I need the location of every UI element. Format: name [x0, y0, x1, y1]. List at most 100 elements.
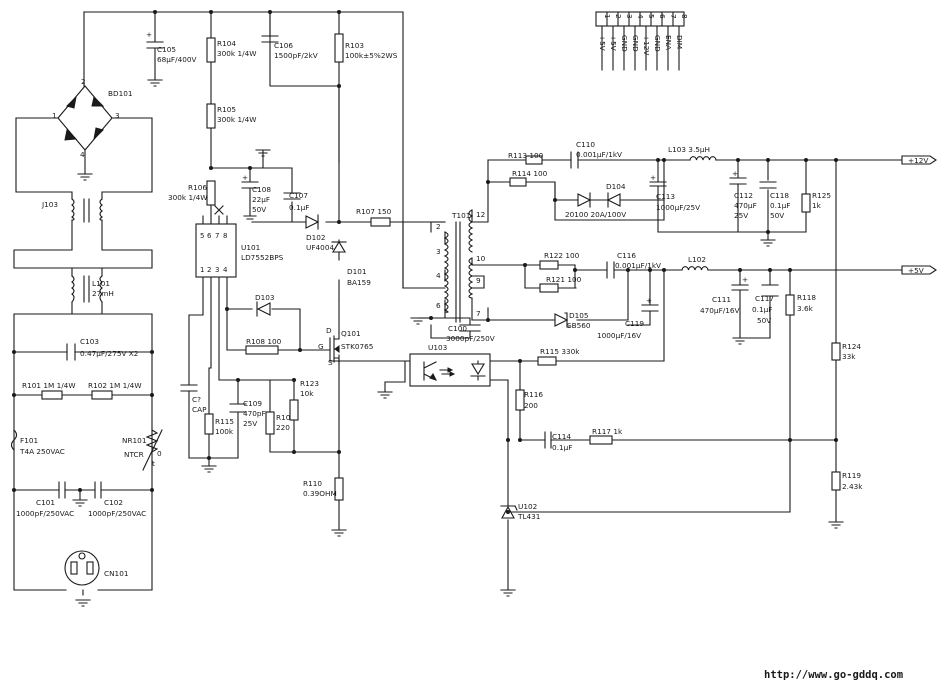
diode-d103 [256, 301, 271, 317]
t101-pin2: 2 [436, 222, 441, 231]
capacitor-c106 [261, 11, 279, 43]
capacitor-c117 [761, 284, 779, 297]
conn-signal-2: +5V [609, 35, 618, 51]
ground-symbols [72, 79, 844, 607]
output-5v-label: +5V [908, 266, 924, 275]
nr101-zero: 0 [157, 449, 162, 458]
capacitor-c105: + [146, 30, 164, 49]
resistor-r119 [831, 471, 841, 491]
connector-table: 1 2 3 4 5 6 7 8 +5V +5V GND GND +12V GND… [595, 11, 689, 71]
capacitor-c101 [58, 481, 66, 499]
u103-label: U103 [428, 343, 448, 352]
c108-value: 22μF [252, 195, 270, 204]
capacitor-c118 [759, 181, 777, 189]
bd101-pin2: 2 [81, 77, 86, 86]
resistor-r116 [515, 389, 525, 411]
c102-label: C102 [104, 498, 123, 507]
d103-label: D103 [255, 293, 275, 302]
r103-label: R103 [345, 41, 364, 50]
c109-voltage: 25V [243, 419, 257, 428]
c117-value: 0.1μF [752, 305, 772, 314]
resistor-r125 [801, 193, 811, 213]
r116-label: R116 [524, 390, 543, 399]
svg-text:+: + [742, 275, 748, 284]
c118-value: 0.1μF [770, 201, 790, 210]
capacitor-c103 [66, 343, 76, 361]
capacitor-c113 [649, 181, 667, 187]
resistor-r115 [204, 413, 214, 435]
cn101-label: CN101 [104, 569, 128, 578]
conn-pin-4: 4 [636, 14, 645, 19]
r116-value: 200 [524, 401, 538, 410]
svg-text:+: + [732, 169, 738, 178]
cunk-value: CAP [192, 405, 207, 414]
u101-pin3: 3 [215, 266, 219, 274]
conn-pin-7: 7 [669, 14, 678, 19]
diode-d105 [554, 312, 570, 328]
u101-value: LD7552BPS [241, 253, 284, 262]
output-12v-terminal [901, 155, 937, 165]
resistor-r107 [370, 217, 391, 227]
nr101-value: NTCR [124, 450, 144, 459]
c109-value: 470pF [243, 409, 266, 418]
resistor-r104 [206, 37, 216, 63]
conn-signal-8: DIM [675, 35, 684, 49]
r101-label: R101 1M 1/4W [22, 381, 76, 390]
thermistor-nr101 [142, 429, 163, 471]
capacitor-c116 [606, 261, 615, 279]
c119-label: C119 [625, 319, 644, 328]
r113-label: R113 100 [508, 151, 544, 160]
c111-value: 470μF/16V [700, 306, 740, 315]
inductor-l102 [681, 266, 709, 271]
r107-label: R107 150 [356, 207, 392, 216]
output-5v-terminal [901, 265, 937, 275]
r121-label: R121 100 [546, 275, 582, 284]
u102-label: U102 [518, 502, 537, 511]
diode-d104 [577, 192, 621, 208]
conn-pin-1: 1 [603, 14, 612, 19]
r108-label: R108 100 [246, 337, 282, 346]
output-12v-label: +12V [908, 156, 928, 165]
c113-value: 1000μF/25V [656, 203, 700, 212]
svg-text:+: + [242, 173, 248, 182]
c119-value: 1000μF/16V [597, 331, 641, 340]
f101-value: T4A 250VAC [19, 447, 65, 456]
r105-value: 300k 1/4W [217, 115, 256, 124]
q101-source: S [328, 358, 333, 367]
t101-pin4: 4 [436, 271, 441, 280]
c110-label: C110 [576, 140, 595, 149]
capacitor-c119 [641, 304, 659, 312]
inductor-l103 [689, 156, 717, 161]
d101-value: BA159 [347, 278, 371, 287]
r110-label: R110 [303, 479, 322, 488]
resistor-r124 [831, 342, 841, 361]
r115-value: 100k [215, 427, 234, 436]
diode-d101 [331, 240, 347, 253]
u101-pin1: 1 [200, 266, 204, 274]
conn-pin-3: 3 [625, 14, 634, 19]
resistor-r101 [41, 390, 63, 400]
no-connect-mark [214, 205, 224, 215]
resistor-r108 [245, 345, 279, 355]
d104-value: 20100 20A/100V [565, 210, 626, 219]
t101-label: T101 [451, 211, 470, 220]
capacitor-c109 [229, 403, 247, 413]
c106-label: C106 [274, 41, 293, 50]
r118-value: 3.6k [797, 304, 814, 313]
c100-label: C100 [448, 324, 467, 333]
diode-d102 [305, 214, 320, 230]
r104-label: R104 [217, 39, 236, 48]
c102-value: 1000pF/250VAC [88, 509, 146, 518]
c110-value: 0.001μF/1kV [576, 150, 622, 159]
c111-label: C111 [712, 295, 731, 304]
c114-label: C114 [552, 432, 571, 441]
resistor-r113 [525, 155, 543, 165]
bd101-pin4: 4 [80, 150, 85, 159]
t101-pin7: 7 [476, 309, 481, 318]
c118-label: C118 [770, 191, 789, 200]
resistor-r106 [206, 180, 216, 206]
transformer-t101 [443, 209, 485, 323]
r104-value: 300k 1/4W [217, 49, 256, 58]
bd101-pin1: 1 [52, 111, 57, 120]
c114-value: 0.1μF [552, 443, 572, 452]
